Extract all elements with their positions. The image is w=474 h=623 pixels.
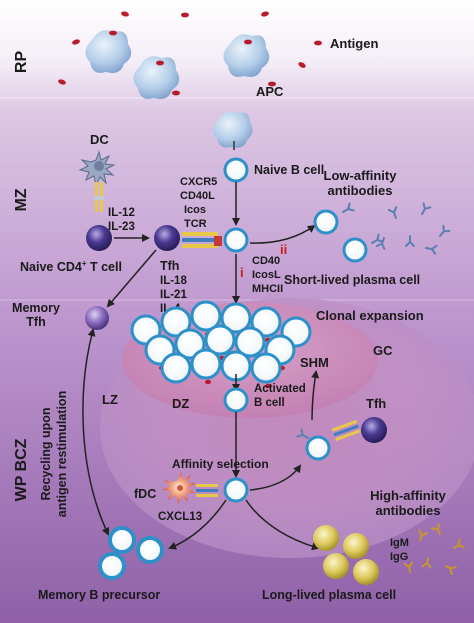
naive-b-cell-label: Naive B cell	[254, 163, 324, 177]
clonal-b-cell	[190, 300, 222, 332]
to-memory-b-arrow	[168, 499, 227, 550]
clonal-b-cell	[234, 326, 266, 358]
path-ii-arrow	[249, 224, 316, 244]
zone-label-mz: MZ	[13, 188, 30, 211]
memory-tfh-cell	[85, 306, 109, 330]
memory-b-label: Memory B precursor	[38, 588, 160, 602]
dendritic-cell	[78, 150, 116, 212]
gc-tfh-cell	[361, 417, 387, 443]
clonal-b-cell	[160, 306, 192, 338]
recycling-label-2: antigen restimulation	[55, 391, 69, 517]
antigen-label: Antigen	[330, 36, 378, 51]
high-affinity-label-1: High-affinity	[370, 488, 447, 503]
clonal-b-cell	[250, 306, 282, 338]
clonal-expansion-label: Clonal expansion	[316, 308, 424, 323]
igg-label: IgG	[390, 551, 408, 563]
zone-label-wp-bcz: WP BCZ	[13, 438, 30, 501]
gc-label: GC	[373, 343, 393, 358]
apc-label: APC	[256, 84, 284, 99]
naive-cd4-label: Naive CD4+ T cell	[20, 259, 122, 274]
cxcl13-label: CXCL13	[158, 511, 202, 523]
path-ii-label: ii	[280, 242, 287, 257]
t-b-synapse	[182, 232, 222, 248]
memory-tfh-label-2: Tfh	[26, 315, 45, 329]
long-lived-plasma-cells	[313, 525, 379, 585]
receptor-label-1: CXCR5	[180, 176, 217, 188]
zone-label-rp: RP	[13, 51, 30, 74]
affinity-selection-label: Affinity selection	[172, 457, 269, 471]
apc-cell-b	[213, 111, 253, 150]
cd40-label-1: CD40	[252, 255, 280, 267]
memory-b-precursors	[98, 526, 164, 580]
gc-b-cell-selecting	[305, 435, 331, 461]
tfh-label: Tfh	[160, 259, 179, 273]
recycling-double-arrow	[82, 328, 110, 536]
low-affinity-label-1: Low-affinity	[324, 168, 398, 183]
clonal-b-cell	[160, 352, 192, 384]
fdc-label: fDC	[134, 487, 156, 501]
gc-tfh-synapse	[331, 419, 361, 442]
shm-label: SHM	[300, 355, 329, 370]
selected-b-cell	[223, 477, 249, 503]
lz-label: LZ	[102, 392, 118, 407]
tfh-cytokine-2: IL-21	[160, 289, 187, 301]
clonal-b-cell-antigen	[265, 383, 271, 389]
apc-cells	[85, 30, 270, 99]
to-long-lived-arrow	[245, 499, 320, 551]
tfh-cell	[154, 225, 180, 251]
receptor-label-3: Icos	[184, 204, 206, 216]
clonal-b-cell	[190, 348, 222, 380]
recycle-to-shm-arrow	[311, 370, 320, 421]
gc-tfh-label: Tfh	[366, 396, 386, 411]
tfh-cytokine-1: IL-18	[160, 275, 187, 287]
selection-to-tfh-arrow	[249, 464, 302, 491]
il23-label: IL-23	[108, 221, 135, 233]
igm-label: IgM	[390, 537, 409, 549]
activated-b-cell-mz	[223, 227, 249, 253]
cd40-label-2: IcosL	[252, 269, 281, 281]
tfh-to-memory-arrow	[106, 249, 157, 308]
dc-label: DC	[90, 132, 109, 147]
naive-b-cell	[223, 157, 249, 183]
recycling-label-1: Recycling upon	[39, 407, 53, 500]
short-lived-plasma-cell-label: Short-lived plasma cell	[284, 273, 420, 287]
follicular-dendritic-cell	[162, 471, 218, 504]
il12-label: IL-12	[108, 207, 135, 219]
naive-cd4-t-cell	[86, 225, 112, 251]
clonal-b-cell	[174, 328, 206, 360]
memory-tfh-label-1: Memory	[12, 301, 60, 315]
receptor-label-2: CD40L	[180, 190, 215, 202]
long-lived-label: Long-lived plasma cell	[262, 588, 396, 602]
clonal-expansion-cluster	[130, 300, 312, 389]
cd40-label-3: MHCII	[252, 283, 283, 295]
clonal-b-cell-antigen	[205, 379, 211, 385]
activated-b-label-1: Activated	[254, 383, 306, 395]
clonal-b-cell	[204, 324, 236, 356]
clonal-b-cell	[220, 302, 252, 334]
activated-b-cell-gc	[223, 387, 249, 413]
low-affinity-label-2: antibodies	[327, 183, 392, 198]
path-i-label: i	[240, 265, 244, 280]
clonal-b-cell	[250, 352, 282, 384]
receptor-label-4: TCR	[184, 218, 207, 230]
high-affinity-label-2: antibodies	[375, 503, 440, 518]
activated-b-label-2: B cell	[254, 397, 285, 409]
dz-label: DZ	[172, 396, 189, 411]
